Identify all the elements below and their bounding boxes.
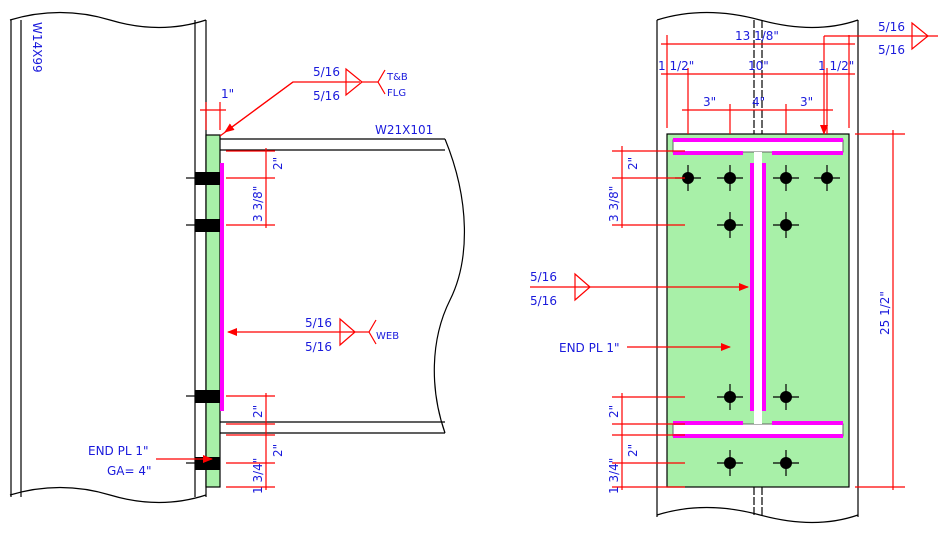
flange-weld-tail-2: FLG (387, 88, 406, 99)
top-weld-bottom-size: 5/16 (878, 43, 905, 57)
plate-thickness-dim: 1" (221, 87, 234, 101)
bolt (773, 384, 799, 410)
bolt (717, 212, 743, 238)
dim-bolt-gap-right: 3" (800, 95, 813, 109)
side-dimensions (156, 67, 386, 490)
dim-top-edge-side: 2" (271, 157, 285, 170)
dim-bottom-edge-front: 1 3/4" (607, 458, 621, 494)
end-plate-side (205, 134, 221, 488)
web-weld-front-top-size: 5/16 (530, 270, 557, 284)
bolt (814, 165, 840, 191)
dim-top-edge-front: 2" (626, 157, 640, 170)
flange-weld-bottom-size: 5/16 (313, 89, 340, 103)
bolt (195, 172, 220, 185)
dim-bottom-gap2-side: 2" (271, 444, 285, 457)
bolt (195, 457, 220, 470)
bolt (773, 165, 799, 191)
dim-bolt-spacing-front: 3 3/8" (607, 186, 621, 222)
web-weld-top-size: 5/16 (305, 316, 332, 330)
bolt (717, 384, 743, 410)
front-dimensions (530, 21, 938, 490)
dim-bolt-gap-center: 4" (752, 95, 765, 109)
web-weld-tail: WEB (376, 331, 399, 342)
dim-edge-left: 1 1/2" (658, 59, 694, 73)
bolt (717, 165, 743, 191)
end-plate-label-side: END PL 1" (88, 444, 149, 458)
dim-overall-width: 13 1/8" (735, 29, 779, 43)
bolt (773, 212, 799, 238)
beam-w21x101 (220, 138, 465, 434)
dim-edge-right: 1 1/2" (818, 59, 854, 73)
beam-section (672, 138, 844, 438)
bolts-front (675, 165, 840, 476)
bolt (773, 450, 799, 476)
end-plate-label-front: END PL 1" (559, 341, 620, 355)
dim-bolt-spacing-side: 3 3/8" (251, 186, 265, 222)
dim-plate-height: 25 1/2" (878, 291, 892, 335)
flange-weld-tail-1: T&B (386, 72, 408, 83)
dim-flange-width: 10" (748, 59, 769, 73)
bolt (195, 219, 220, 232)
column-label: W14X99 (30, 22, 44, 73)
gage-label: GA= 4" (107, 464, 152, 478)
web-weld-bottom-size: 5/16 (305, 340, 332, 354)
dim-bottom-edge-side: 1 3/4" (251, 458, 265, 494)
bolt (717, 450, 743, 476)
web-weld-front-bottom-size: 5/16 (530, 294, 557, 308)
top-weld-top-size: 5/16 (878, 20, 905, 34)
bolts-side (186, 172, 220, 470)
beam-label: W21X101 (375, 123, 433, 137)
dim-bottom-gap1-side: 2" (251, 405, 265, 418)
dim-bottom-gap1-front: 2" (607, 405, 621, 418)
column-w14x99 (9, 11, 207, 504)
bolt (195, 390, 220, 403)
column-front (656, 11, 859, 524)
dim-bottom-gap2-front: 2" (626, 444, 640, 457)
flange-weld-top-size: 5/16 (313, 65, 340, 79)
dim-bolt-gap-left: 3" (703, 95, 716, 109)
